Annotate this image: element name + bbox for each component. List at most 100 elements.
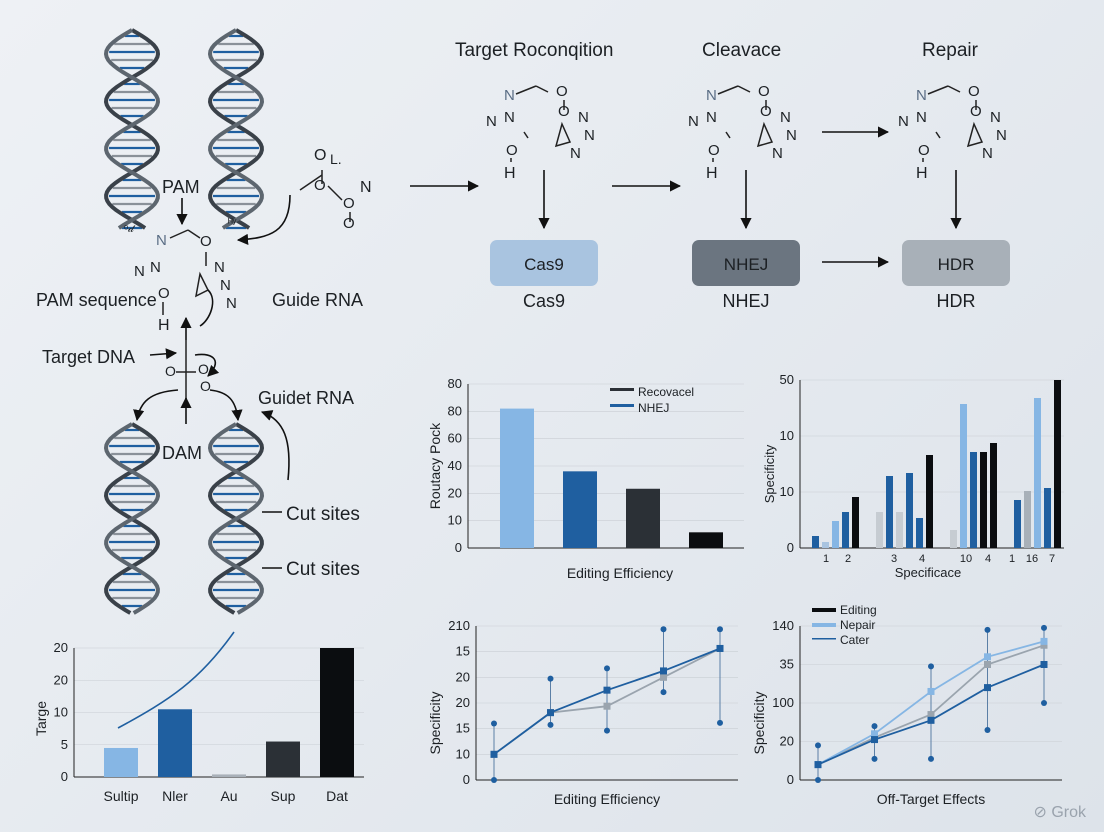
left-labels: PAM PAM sequence Guide RNA Target DNA Gu…: [36, 177, 363, 580]
x-tick-label: Sultip: [103, 788, 138, 804]
atom-n: N: [504, 87, 515, 104]
bar: [689, 532, 723, 548]
data-point: [603, 686, 611, 694]
svg-text:N: N: [226, 295, 237, 312]
atom-n: N: [578, 109, 589, 126]
y-tick-label: 35: [780, 657, 794, 672]
data-point: [814, 761, 822, 769]
data-point: [984, 684, 991, 692]
x-tick-label: 4: [985, 553, 991, 565]
x-axis-label: Editing Efficiency: [554, 791, 660, 807]
bar: [960, 404, 967, 548]
data-point: [547, 709, 554, 717]
y-tick-label: 40: [448, 458, 462, 473]
atom-o: O: [970, 103, 982, 120]
bond: [523, 131, 529, 139]
error-cap-point: [815, 742, 821, 749]
atom-o: O: [558, 103, 570, 120]
atom-n: N: [486, 113, 497, 130]
error-cap-point: [604, 727, 610, 734]
svg-text:O: O: [343, 215, 355, 232]
guidet-rna-label: Guidet RNA: [258, 388, 354, 408]
atom-o: O: [918, 142, 930, 159]
error-cap-point: [604, 665, 610, 672]
x-tick-label: Dat: [326, 788, 348, 804]
svg-text:N: N: [360, 179, 372, 196]
data-point: [1040, 661, 1048, 668]
hdr-caption: HDR: [937, 291, 976, 311]
data-point: [660, 667, 667, 675]
svg-text:N: N: [134, 263, 145, 280]
data-point: [871, 730, 878, 738]
ring: [554, 121, 572, 148]
y-tick-label: 20: [54, 640, 68, 655]
y-tick-label: 20: [54, 672, 68, 687]
bar: [158, 709, 192, 777]
x-tick-label: 2: [845, 553, 851, 565]
bar: [563, 471, 597, 548]
pam-sequence-label: PAM sequence: [36, 290, 157, 310]
y-tick-label: 15: [456, 721, 470, 736]
x-tick-label: 4: [919, 553, 925, 565]
x-tick-label: 1: [823, 553, 829, 565]
svg-text:N: N: [220, 277, 231, 294]
y-axis-label: Routacy Pock: [427, 422, 443, 509]
y-tick-label: 0: [463, 772, 470, 787]
svg-text:O: O: [343, 195, 355, 212]
y-tick-label: 20: [456, 669, 470, 684]
legend-swatch: [812, 638, 836, 640]
y-tick-label: 10: [54, 705, 68, 720]
bar: [886, 476, 893, 548]
bar: [104, 747, 138, 777]
atom-n: N: [990, 109, 1001, 126]
y-tick-label: 80: [448, 376, 462, 391]
atom-n: N: [584, 127, 595, 144]
atom-o: O: [968, 83, 980, 100]
y-tick-label: 10: [780, 484, 794, 499]
bar: [970, 452, 977, 548]
atom-n: N: [706, 87, 717, 104]
error-cap-point: [547, 675, 554, 682]
error-cap-point: [928, 663, 934, 670]
svg-text:O: O: [314, 177, 326, 194]
error-cap-point: [815, 777, 821, 783]
dna-strand: [207, 28, 265, 230]
error-cap-point: [547, 721, 554, 728]
atom-o: O: [760, 103, 772, 120]
nhej-caption: NHEJ: [722, 291, 769, 311]
bar: [812, 536, 819, 548]
bond: [717, 85, 739, 95]
bar: [990, 443, 997, 548]
dna-strand: [207, 422, 265, 615]
y-tick-label: 15: [456, 644, 470, 659]
atom-n: N: [916, 87, 927, 104]
svg-text:ᵒ𝒹: ᵒ𝒹: [124, 223, 136, 235]
data-point: [871, 736, 878, 744]
x-axis-label: Editing Efficiency: [567, 565, 673, 581]
y-tick-label: 140: [772, 618, 794, 633]
y-axis-label: Targe: [33, 701, 49, 736]
legend-label: NHEJ: [638, 401, 669, 415]
bond: [725, 131, 731, 139]
data-point: [927, 687, 935, 695]
x-tick-label: 16: [1026, 553, 1038, 565]
bond: [737, 85, 751, 93]
data-point: [984, 653, 991, 661]
atom-n: N: [898, 113, 909, 130]
atom-n: N: [916, 109, 927, 126]
svg-text:O: O: [158, 285, 170, 302]
y-tick-label: 100: [772, 695, 794, 710]
legend-swatch: [610, 404, 634, 407]
bar: [1054, 380, 1061, 548]
error-cap-point: [717, 626, 723, 633]
atom-h: H: [916, 165, 928, 182]
cas9-caption: Cas9: [523, 291, 565, 311]
bond: [515, 85, 537, 95]
y-tick-label: 80: [448, 403, 462, 418]
bar: [842, 512, 849, 548]
left-arrows: [133, 194, 291, 569]
